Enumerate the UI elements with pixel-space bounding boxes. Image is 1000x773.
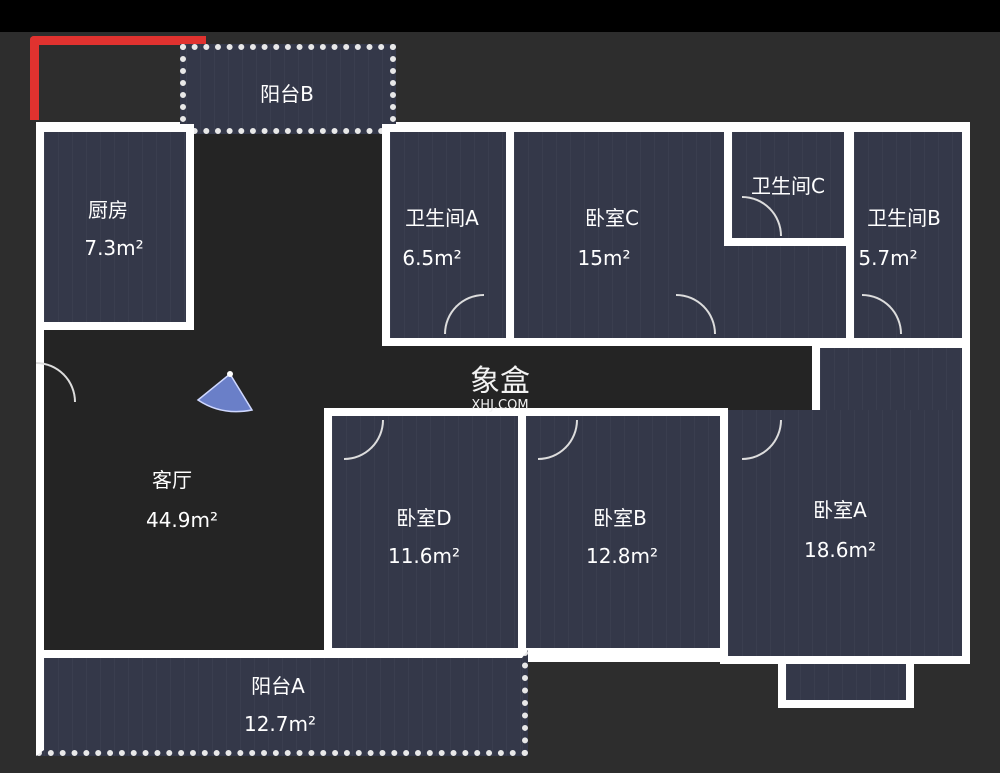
label-bathroom-c: 卫生间C: [751, 174, 825, 198]
label-bathroom-a: 卫生间A: [405, 206, 479, 230]
label-bedroom-b: 卧室B: [593, 506, 647, 530]
room-bedroom-b: [518, 408, 728, 656]
area-balcony-a: 12.7m²: [243, 712, 317, 736]
room-kitchen: [36, 124, 194, 330]
area-bedroom-d: 11.6m²: [387, 544, 461, 568]
top-bar: [0, 0, 1000, 32]
label-balcony-b: 阳台B: [260, 82, 314, 106]
watermark-site: XHJ.COM: [471, 398, 529, 413]
area-bedroom-b: 12.8m²: [585, 544, 659, 568]
label-balcony-a: 阳台A: [251, 674, 305, 698]
watermark-logo: 象盒: [470, 364, 530, 399]
area-bathroom-a: 6.5m²: [402, 246, 462, 270]
room-bathroom-a: [382, 124, 514, 346]
room-balcony-a: [36, 650, 528, 756]
label-bedroom-a: 卧室A: [813, 498, 867, 522]
label-kitchen: 厨房: [88, 198, 128, 222]
area-living-room: 44.9m²: [145, 508, 219, 532]
room-bedroom-d: [324, 408, 526, 656]
area-bedroom-a: 18.6m²: [803, 538, 877, 562]
area-bedroom-c: 15m²: [577, 246, 631, 270]
label-bathroom-b: 卫生间B: [867, 206, 941, 230]
label-bedroom-d: 卧室D: [396, 506, 452, 530]
label-bedroom-c: 卧室C: [585, 206, 639, 230]
area-bathroom-b: 5.7m²: [858, 246, 918, 270]
bay-window: [778, 656, 914, 708]
view-direction-fan-icon: [196, 371, 254, 413]
label-living-room: 客厅: [152, 468, 192, 492]
room-bathroom-b: [846, 124, 970, 346]
area-kitchen: 7.3m²: [84, 236, 144, 260]
room-balcony-b: [180, 44, 396, 134]
highlight-marker: [30, 36, 206, 120]
